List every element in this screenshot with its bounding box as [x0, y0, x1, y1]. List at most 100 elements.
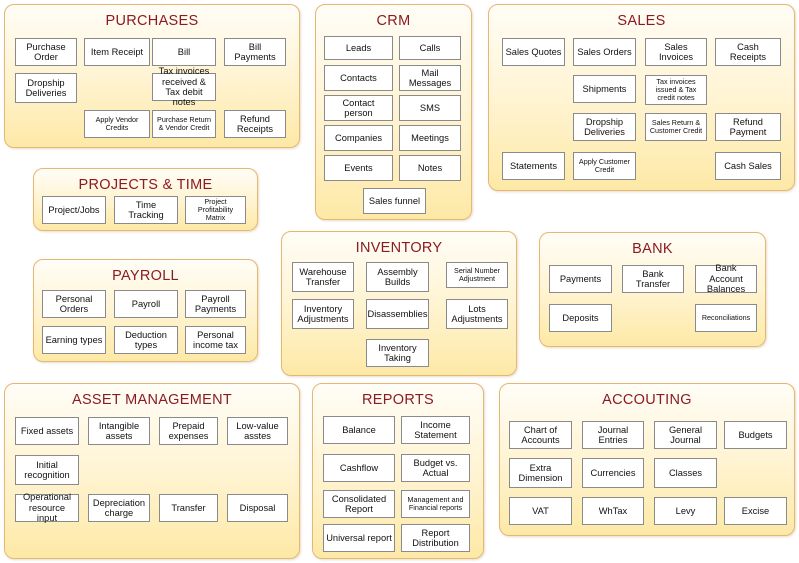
sales-item-button[interactable]: Sales Quotes	[502, 38, 565, 66]
sales-item-button[interactable]: Sales Orders	[573, 38, 636, 66]
bank-item-button[interactable]: Reconciliations	[695, 304, 757, 332]
purchases-item-button[interactable]: Item Receipt	[84, 38, 150, 66]
inventory-item-button[interactable]: Disassemblies	[366, 299, 429, 329]
purchases-item-button[interactable]: Tax invoices received & Tax debit notes	[152, 66, 216, 107]
sales-item-button[interactable]: Cash Sales	[715, 152, 781, 180]
payroll-item-button[interactable]: Personal income tax	[185, 326, 246, 354]
asset-item-button[interactable]: Fixed assets	[15, 417, 79, 445]
purchases-item-button[interactable]: Bill Payments	[224, 38, 286, 66]
reports-item-button[interactable]: Cashflow	[323, 454, 395, 482]
reports-item-label: Balance	[342, 424, 376, 435]
inventory-item-button[interactable]: Warehouse Transfer	[292, 262, 354, 292]
accounting-item-button[interactable]: Currencies	[582, 458, 644, 488]
accounting-item-button[interactable]: Levy	[654, 497, 717, 525]
purchases-item-button[interactable]: Bill	[152, 38, 216, 66]
bank-item-label: Reconciliations	[701, 312, 751, 322]
reports-item-button[interactable]: Income Statement	[401, 416, 470, 444]
sales-item-label: Cash Receipts	[729, 41, 767, 62]
crm-item-button[interactable]: Notes	[399, 155, 461, 181]
projects-item-button[interactable]: Project/Jobs	[42, 196, 106, 224]
payroll-item-button[interactable]: Deduction types	[114, 326, 178, 354]
crm-item-button[interactable]: Sales funnel	[363, 188, 426, 214]
payroll-item-button[interactable]: Payroll	[114, 290, 178, 318]
sales-item-button[interactable]: Sales Return & Customer Credit	[645, 113, 707, 141]
accounting-item-button[interactable]: Chart of Accounts	[509, 421, 572, 449]
inventory-item-label: Serial Number Adjustment	[454, 265, 500, 283]
accounting-item-button[interactable]: WhTax	[582, 497, 644, 525]
sales-item-button[interactable]: Cash Receipts	[715, 38, 781, 66]
accounting-item-button[interactable]: VAT	[509, 497, 572, 525]
purchases-item-button[interactable]: Purchase Order	[15, 38, 77, 66]
purchases-item-button[interactable]: Dropship Deliveries	[15, 73, 77, 103]
payroll-item-button[interactable]: Personal Orders	[42, 290, 106, 318]
inventory-item-button[interactable]: Serial Number Adjustment	[446, 262, 508, 288]
sales-item-button[interactable]: Refund Payment	[715, 113, 781, 141]
reports-item-button[interactable]: Management and Financial reports	[401, 490, 470, 518]
sales-item-label: Cash Sales	[724, 160, 772, 171]
asset-item-label: Depreciation charge	[92, 497, 146, 518]
sales-item-button[interactable]: Dropship Deliveries	[573, 113, 636, 141]
sales-item-button[interactable]: Shipments	[573, 75, 636, 103]
crm-item-button[interactable]: SMS	[399, 95, 461, 121]
crm-item-button[interactable]: Mail Messages	[399, 65, 461, 91]
asset-item-button[interactable]: Transfer	[159, 494, 218, 522]
bank-item-button[interactable]: Bank Transfer	[622, 265, 684, 293]
projects-item-button[interactable]: Project Profitability Matrix	[185, 196, 246, 224]
accounting-item-label: Excise	[741, 505, 770, 516]
purchases-item-button[interactable]: Apply Vendor Credits	[84, 110, 150, 138]
crm-item-button[interactable]: Leads	[324, 36, 393, 60]
crm-item-button[interactable]: Events	[324, 155, 393, 181]
reports-item-button[interactable]: Report Distribution	[401, 524, 470, 552]
bank-item-button[interactable]: Bank Account Balances	[695, 263, 757, 294]
sales-item-button[interactable]: Tax invoices issued & Tax credit notes	[645, 75, 707, 105]
accounting-item-button[interactable]: Extra Dimension	[509, 458, 572, 488]
asset-item-button[interactable]: Operational resource input	[15, 492, 79, 523]
inventory-item-label: Warehouse Transfer	[299, 266, 347, 287]
accounting-item-button[interactable]: Budgets	[724, 421, 787, 449]
crm-item-button[interactable]: Contact person	[324, 95, 393, 121]
bank-item-button[interactable]: Payments	[549, 265, 612, 293]
crm-item-button[interactable]: Calls	[399, 36, 461, 60]
inventory-item-button[interactable]: Lots Adjustments	[446, 299, 508, 329]
asset-item-button[interactable]: Initial recognition	[15, 455, 79, 485]
accounting-item-button[interactable]: Classes	[654, 458, 717, 488]
purchases-item-button[interactable]: Purchase Return & Vendor Credit	[152, 110, 216, 138]
inventory-module-title: INVENTORY	[355, 240, 443, 256]
bank-item-label: Deposits	[562, 312, 599, 323]
inventory-item-button[interactable]: Assembly Builds	[366, 262, 429, 292]
inventory-item-button[interactable]: Inventory Taking	[366, 339, 429, 367]
accounting-item-label: Budgets	[738, 429, 773, 440]
crm-item-button[interactable]: Contacts	[324, 65, 393, 91]
reports-item-button[interactable]: Budget vs. Actual	[401, 454, 470, 482]
crm-item-button[interactable]: Meetings	[399, 125, 461, 151]
asset-item-button[interactable]: Disposal	[227, 494, 288, 522]
asset-item-button[interactable]: Low-value asstes	[227, 417, 288, 445]
accounting-item-label: VAT	[532, 505, 549, 516]
asset-item-button[interactable]: Depreciation charge	[88, 494, 150, 522]
payroll-item-label: Earning types	[45, 334, 103, 345]
sales-item-button[interactable]: Statements	[502, 152, 565, 180]
accounting-item-button[interactable]: General Journal	[654, 421, 717, 449]
bank-item-button[interactable]: Deposits	[549, 304, 612, 332]
asset-item-button[interactable]: Intangible assets	[88, 417, 150, 445]
sales-item-button[interactable]: Apply Customer Credit	[573, 152, 636, 180]
purchases-item-button[interactable]: Refund Receipts	[224, 110, 286, 138]
sales-item-button[interactable]: Sales Invoices	[645, 38, 707, 66]
crm-item-label: Companies	[334, 132, 383, 143]
inventory-item-button[interactable]: Inventory Adjustments	[292, 299, 354, 329]
accounting-module-title: ACCOUTING	[602, 392, 692, 408]
asset-module-title: ASSET MANAGEMENT	[71, 392, 233, 408]
accounting-item-button[interactable]: Journal Entries	[582, 421, 644, 449]
reports-item-button[interactable]: Consolidated Report	[323, 490, 395, 518]
reports-item-label: Consolidated Report	[331, 493, 387, 514]
asset-item-button[interactable]: Prepaid expenses	[159, 417, 218, 445]
sales-item-label: Sales Quotes	[505, 46, 562, 57]
sales-item-label: Tax invoices issued & Tax credit notes	[655, 76, 697, 103]
accounting-item-button[interactable]: Excise	[724, 497, 787, 525]
payroll-item-button[interactable]: Payroll Payments	[185, 290, 246, 318]
crm-item-button[interactable]: Companies	[324, 125, 393, 151]
payroll-item-button[interactable]: Earning types	[42, 326, 106, 354]
reports-item-button[interactable]: Balance	[323, 416, 395, 444]
reports-item-button[interactable]: Universal report	[323, 524, 395, 552]
projects-item-button[interactable]: Time Tracking	[114, 196, 178, 224]
